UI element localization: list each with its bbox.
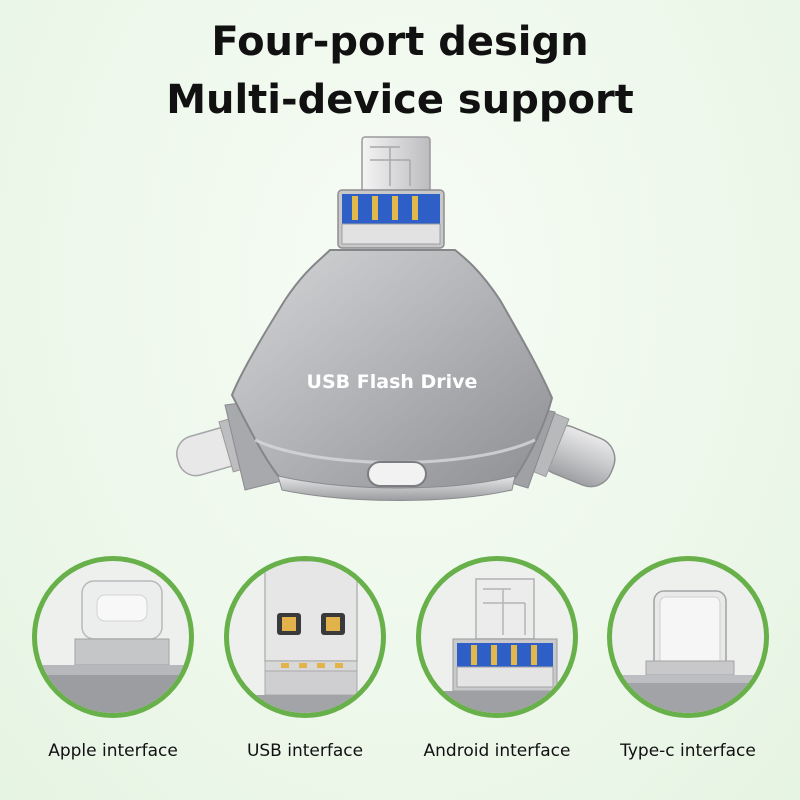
drive-body: [230, 249, 554, 490]
micro-usb-connector-icon: [421, 578, 573, 713]
apple-interface-label: Apple interface: [48, 741, 178, 761]
drive-label: USB Flash Drive: [307, 371, 478, 393]
headline-line-2: Multi-device support: [166, 77, 634, 123]
usb-a-connector-icon: [229, 561, 381, 713]
lanyard-slot: [367, 461, 427, 487]
headline-line-1: Four-port design: [211, 19, 589, 65]
flash-drive-illustration: USB Flash Drive: [176, 136, 616, 501]
usb-interface-circle: [224, 556, 386, 718]
micro-usb-tip: [361, 136, 431, 194]
usb-interface-label: USB interface: [246, 741, 364, 761]
usb-a-blue-block: [337, 189, 445, 249]
android-interface-label: Android interface: [423, 741, 571, 761]
lightning-connector-icon: [37, 580, 189, 713]
type-c-interface-label: Type-c interface: [620, 741, 756, 761]
type-c-interface-circle: [607, 556, 769, 718]
android-interface-circle: [416, 556, 578, 718]
usb-c-connector-icon: [612, 590, 764, 713]
apple-interface-circle: [32, 556, 194, 718]
